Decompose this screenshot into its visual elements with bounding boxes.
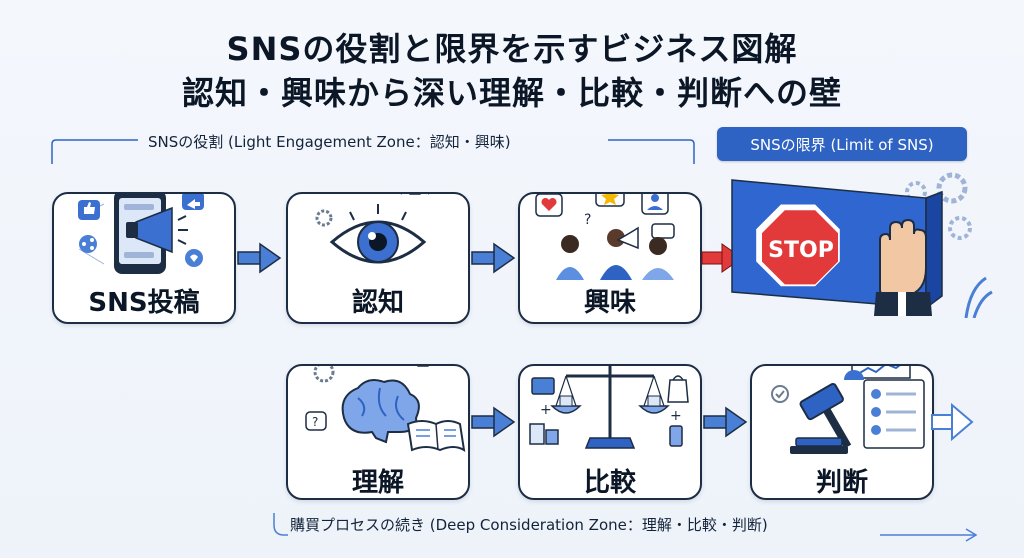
flow-arrow: [471, 242, 516, 274]
step-label: 比較: [583, 468, 636, 498]
scale-icon: + +: [529, 366, 689, 449]
flow-arrow: [703, 406, 748, 438]
flow-arrow: [471, 406, 516, 438]
deep-zone-arrow: [273, 513, 978, 542]
step-label: SNS投稿: [88, 288, 200, 318]
step-card-understanding: ? 理解: [286, 364, 470, 500]
page-subtitle: 認知・興味から深い理解・比較・判断への壁: [181, 74, 842, 112]
page-title: SNSの役割と限界を示すビジネス図解: [226, 30, 798, 68]
step-label: 認知: [351, 288, 404, 318]
step-card-sns-post: SNS投稿: [52, 192, 236, 324]
step-card-decision: 判断: [750, 364, 934, 500]
step-label: 興味: [583, 288, 636, 318]
step-card-comparison: + + 比較: [518, 364, 702, 500]
svg-text:?: ?: [312, 415, 318, 429]
step-label: 理解: [351, 468, 404, 498]
megaphone-phone-icon: [78, 194, 204, 274]
step-card-awareness: 認知: [286, 192, 470, 324]
svg-text:?: ?: [584, 212, 591, 228]
limit-zone-badge: SNSの限界 (Limit of SNS): [717, 127, 967, 161]
limit-wall: STOP: [731, 172, 993, 318]
eye-icon: [315, 194, 430, 264]
stop-sign-text: STOP: [768, 238, 834, 263]
deep-zone-label: 購買プロセスの続き (Deep Consideration Zone：理解・比較…: [290, 516, 768, 534]
step-label: 判断: [815, 468, 868, 498]
people-icon: ?: [535, 194, 675, 280]
continue-arrow: [931, 402, 974, 442]
light-zone-bracket: [51, 139, 695, 164]
gavel-icon: [771, 366, 925, 454]
svg-text:+: +: [670, 408, 682, 424]
brain-icon: ?: [305, 366, 466, 452]
hand-icon: [874, 218, 932, 316]
step-card-interest: ? 興味: [518, 192, 702, 324]
flow-arrow: [237, 242, 282, 274]
light-zone-label: SNSの役割 (Light Engagement Zone：認知・興味): [148, 133, 511, 151]
svg-text:+: +: [540, 402, 552, 418]
